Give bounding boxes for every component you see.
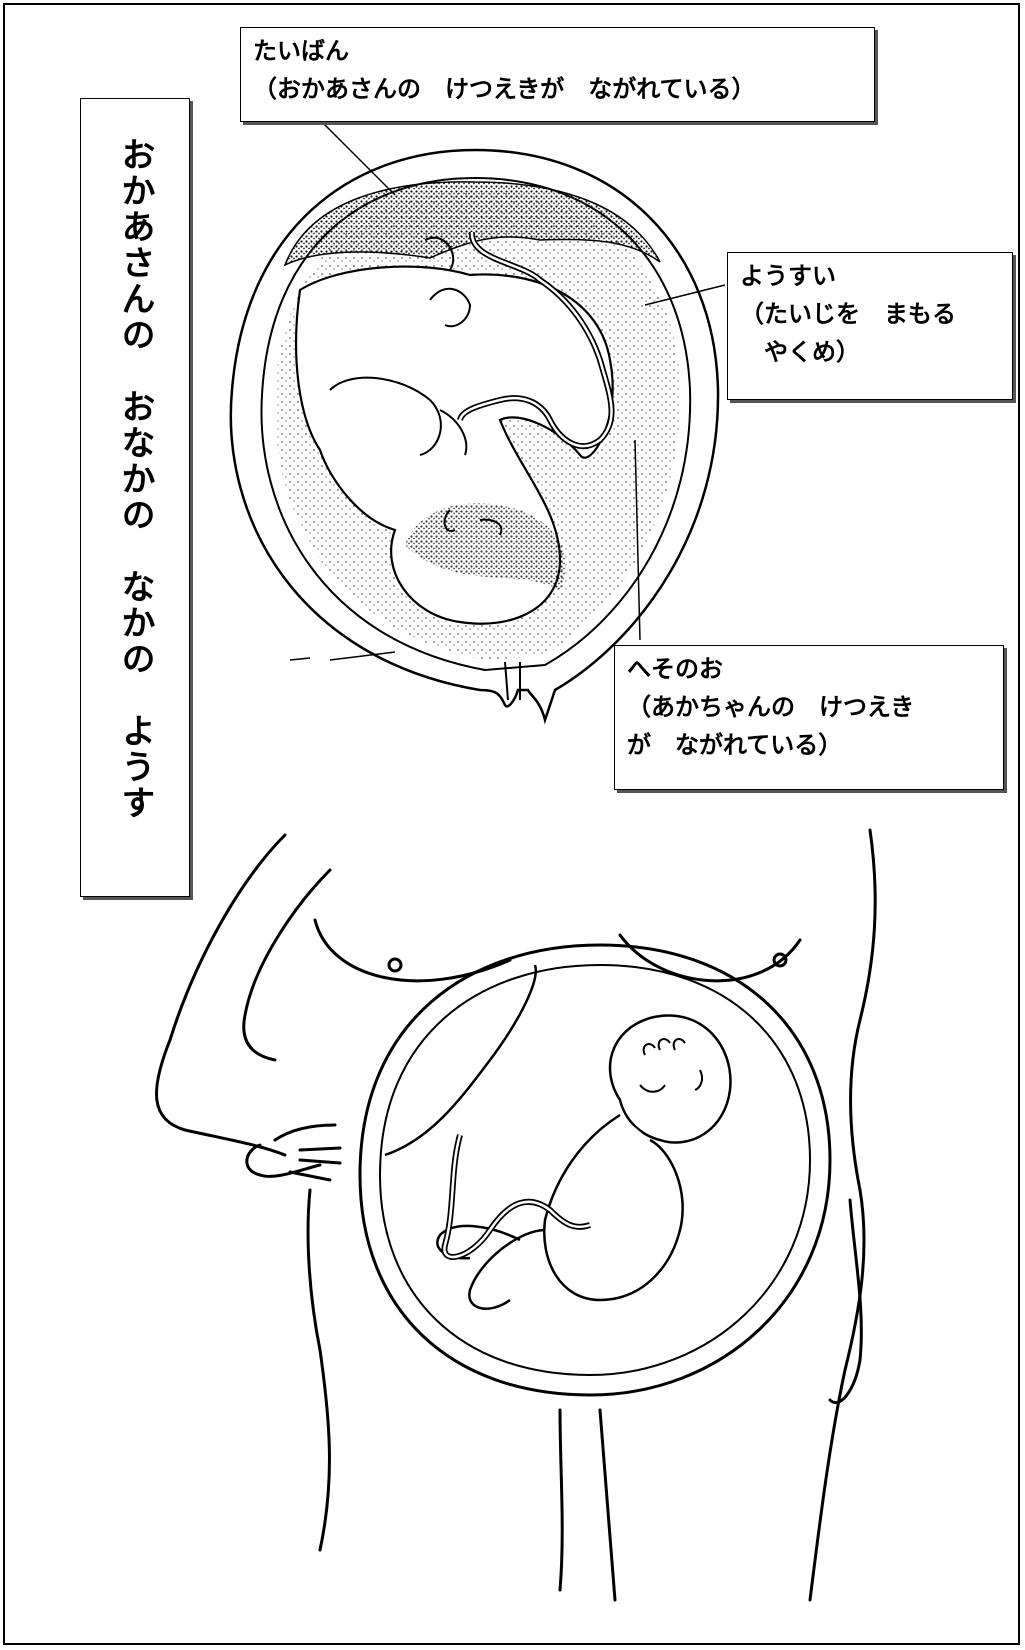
title-box: おかあさんの おなかの なかの ようす (80, 98, 190, 897)
placenta-label-line2: （おかあさんの けつえきが ながれている） (253, 70, 862, 108)
amniotic-fluid-label: ようすい （たいじを まもる やくめ） (727, 252, 1013, 400)
placenta-label: たいばん （おかあさんの けつえきが ながれている） (240, 27, 875, 122)
umbilical-cord-label: へそのお （あかちゃんの けつえき が ながれている） (614, 645, 1004, 790)
umbilical-label-line2: （あかちゃんの けつえき (627, 688, 991, 726)
umbilical-label-line1: へそのお (627, 650, 991, 688)
placenta-label-line1: たいばん (253, 32, 862, 70)
page-title: おかあさんの おなかの なかの ようす (111, 137, 160, 821)
amniotic-label-line1: ようすい (740, 257, 1000, 295)
umbilical-label-line3: が ながれている） (627, 726, 991, 764)
amniotic-label-line3: やくめ） (740, 333, 1000, 371)
baby-figure (437, 1016, 730, 1309)
amniotic-label-line2: （たいじを まもる (740, 295, 1000, 333)
mother-figure (156, 830, 875, 1600)
